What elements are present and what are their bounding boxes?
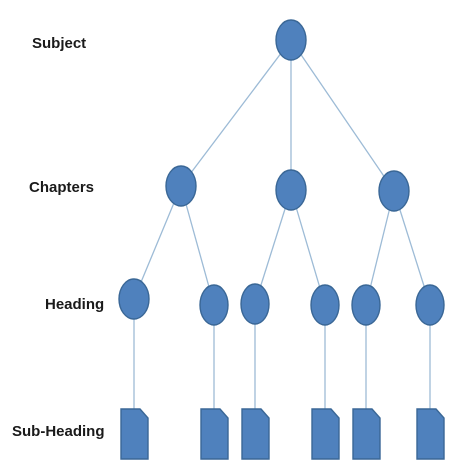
level-label-heading: Heading [45,296,104,313]
subject-node [275,19,307,61]
level-label-sub-heading: Sub-Heading [12,423,105,440]
heading-node [351,284,381,326]
heading-node [199,284,229,326]
heading-node [240,283,270,325]
heading-node [415,284,445,326]
sub-heading-node [200,408,229,460]
edges [133,39,431,410]
heading-node [310,284,340,326]
heading-node [118,278,150,320]
sub-heading-node [241,408,270,460]
sub-heading-node [120,408,149,460]
chapter-node [165,165,197,207]
edge-chapter-1-heading-2 [180,185,215,306]
chapter-node [378,170,410,212]
level-label-subject: Subject [32,35,86,52]
chapter-node [275,169,307,211]
sub-heading-node [311,408,340,460]
level-label-chapters: Chapters [29,179,94,196]
sub-heading-node [352,408,381,460]
edge-subject-chapter-1 [180,39,292,187]
sub-heading-node [416,408,445,460]
edge-chapter-1-heading-1 [133,185,182,300]
edge-subject-chapter-3 [290,39,395,192]
